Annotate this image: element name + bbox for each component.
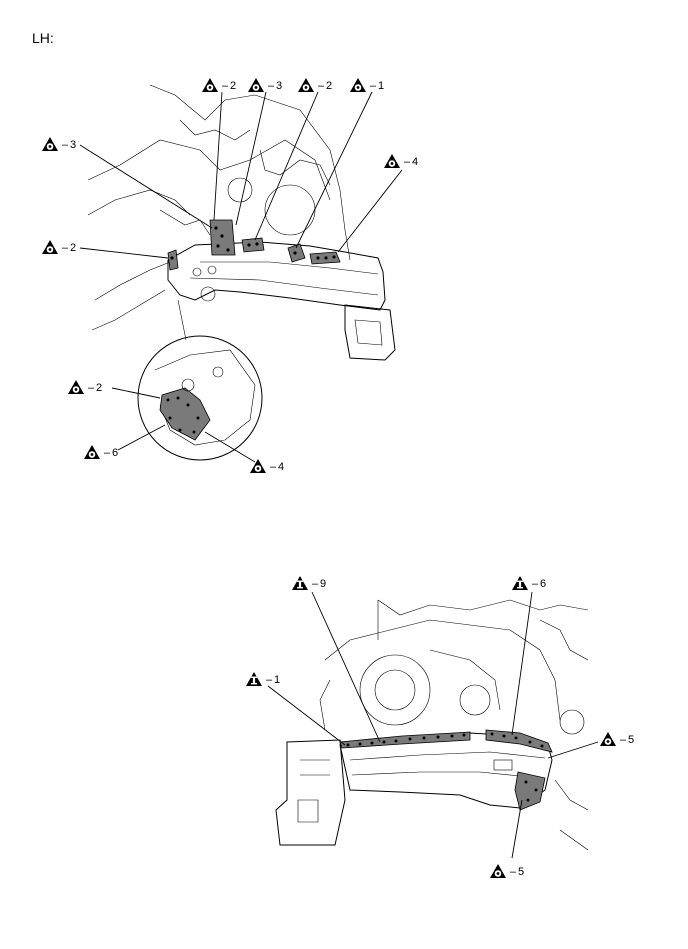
callout-upper-7: – 2 [42,240,76,254]
callout-number: 2 [96,382,102,394]
callout-number: 3 [70,139,76,151]
callout-number: 5 [518,866,524,878]
callout-detail-3: – 4 [250,459,284,473]
svg-text:–: – [222,80,229,92]
triangle-circle-icon [202,78,218,92]
callout-number: 5 [628,734,634,746]
callout-detail-2: – 6 [84,445,118,459]
triangle-i-icon [292,576,308,590]
triangle-circle-icon [84,445,100,459]
triangle-i-icon [512,576,528,590]
triangle-circle-icon [42,137,58,151]
callout-number: 4 [412,156,418,168]
lower-view-drawing [275,599,589,851]
svg-text:–: – [104,447,111,459]
svg-text:–: – [620,734,627,746]
svg-text:–: – [88,382,95,394]
triangle-circle-icon [298,78,314,92]
callout-upper-6: – 4 [384,154,418,168]
callout-lower-4: – 5 [600,732,634,746]
callout-number: 2 [230,80,236,92]
callout-upper-4: – 1 [350,78,384,92]
svg-text:–: – [266,674,273,686]
svg-text:–: – [370,80,377,92]
callout-number: 2 [70,242,76,254]
callout-number: 6 [112,447,118,459]
triangle-circle-icon [490,864,506,878]
svg-text:–: – [404,156,411,168]
svg-text:–: – [268,80,275,92]
callout-number: 1 [274,674,280,686]
callout-lower-1: – 9 [292,576,326,590]
triangle-circle-icon [42,240,58,254]
callout-number: 3 [276,80,282,92]
callout-upper-2: – 3 [248,78,282,92]
triangle-circle-icon [350,78,366,92]
callout-lower-2: – 6 [512,576,546,590]
svg-text:–: – [270,461,277,473]
triangle-circle-icon [600,732,616,746]
callout-upper-3: – 2 [298,78,332,92]
upper-leader-lines [79,91,403,463]
callout-number: 1 [378,80,384,92]
triangle-circle-icon [384,154,400,168]
page-title: LH: [32,30,54,46]
svg-text:–: – [312,578,319,590]
callout-number: 9 [320,578,326,590]
triangle-circle-icon [248,78,264,92]
callout-lower-5: – 5 [490,864,524,878]
callout-detail-1: – 2 [68,380,102,394]
callout-lower-3: – 1 [246,672,280,686]
svg-text:–: – [510,866,517,878]
svg-text:–: – [318,80,325,92]
callout-number: 2 [326,80,332,92]
upper-view-drawing [87,84,396,461]
callout-upper-1: – 2 [202,78,236,92]
triangle-circle-icon [250,459,266,473]
triangle-circle-icon [68,380,84,394]
lower-leader-lines [267,591,599,859]
callout-upper-5: – 3 [42,137,76,151]
svg-text:–: – [62,242,69,254]
svg-text:–: – [62,139,69,151]
callout-number: 6 [540,578,546,590]
svg-text:–: – [532,578,539,590]
triangle-i-icon [246,672,262,686]
callout-number: 4 [278,461,284,473]
